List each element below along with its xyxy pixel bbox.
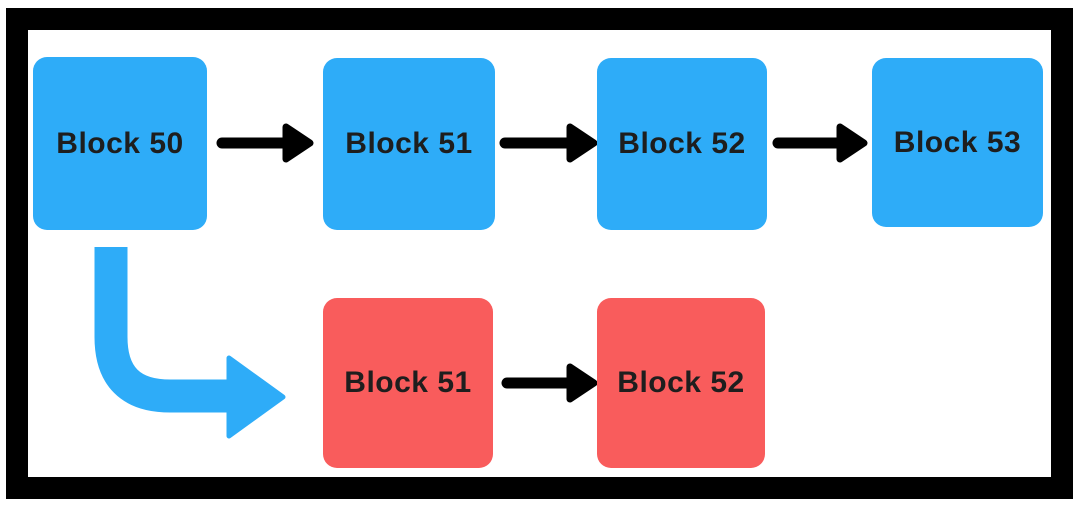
block-main-52: Block 52 (597, 58, 767, 230)
block-main-50: Block 50 (33, 57, 207, 230)
block-label: Block 51 (344, 366, 472, 399)
block-label: Block 50 (56, 126, 184, 160)
block-fork-51: Block 51 (323, 298, 493, 468)
block-label: Block 53 (893, 125, 1022, 159)
block-fork-52: Block 52 (597, 298, 765, 468)
block-label: Block 52 (618, 127, 746, 160)
diagram-border-frame (6, 8, 1073, 499)
block-label: Block 52 (617, 366, 745, 399)
block-main-53: Block 53 (872, 58, 1043, 227)
block-main-51: Block 51 (323, 58, 495, 230)
block-label: Block 51 (345, 127, 473, 160)
